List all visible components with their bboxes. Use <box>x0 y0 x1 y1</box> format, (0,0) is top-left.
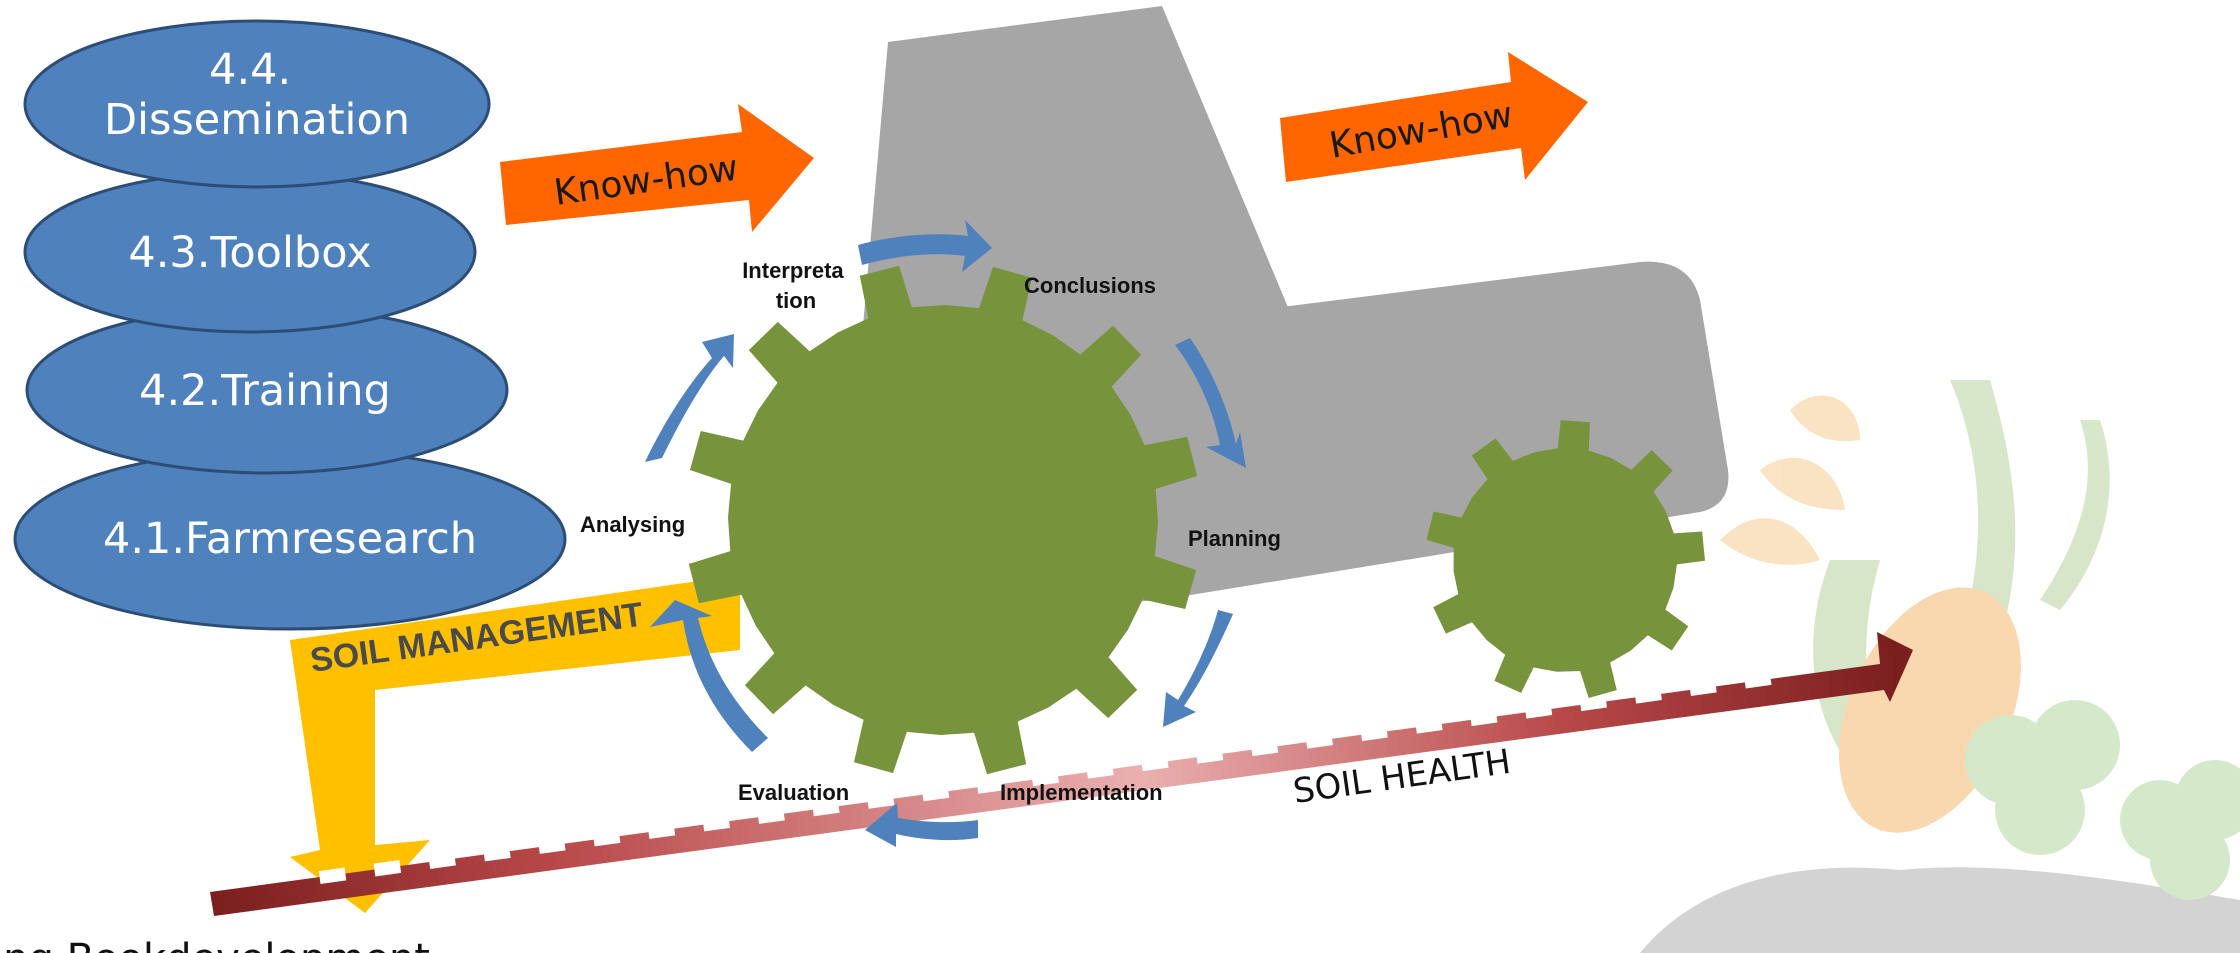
knowhow-arrow-right: Know-how <box>1280 52 1588 182</box>
soil-bar-notch <box>538 837 566 854</box>
soil-bar-notch <box>592 829 621 847</box>
phase-farmresearch-label: 4.1.Farmresearch <box>103 514 477 564</box>
soil-bar-notch <box>976 777 1005 794</box>
label-conclusions: Conclusions <box>1024 273 1156 298</box>
soil-bar-notch <box>866 792 895 809</box>
soil-bar-notch <box>1579 694 1608 712</box>
knowhow-arrow-left: Know-how <box>500 104 814 232</box>
phase-training-label: 4.2.Training <box>139 366 391 416</box>
soil-bar-notch <box>1415 717 1443 734</box>
soil-health-bar: SOIL HEALTH <box>210 632 1913 916</box>
cycle-arrow-analysing-to-interpretation <box>645 334 734 462</box>
label-implementation: Implementation <box>1000 780 1163 805</box>
cycle-arrow-evaluation-to-analysing <box>650 600 768 752</box>
footer-text: ing Bookdevelopment <box>0 936 430 953</box>
smallGear-shape <box>1426 420 1705 698</box>
phase-ellipses: 4.1.Farmresearch 4.2.Training 4.3.Toolbo… <box>13 19 567 631</box>
soil-bar-notch <box>428 852 456 869</box>
phase-toolbox: 4.3.Toolbox <box>23 170 477 334</box>
cycle-arrows <box>645 220 1246 847</box>
soil-bar-notch <box>1250 739 1279 757</box>
label-planning: Planning <box>1188 526 1281 551</box>
cycle-arrow-implementation-to-evaluation <box>865 803 978 847</box>
soil-bar-notch <box>1086 762 1114 779</box>
soil-bar-notch <box>1524 702 1553 719</box>
tractor-cab <box>860 6 1290 360</box>
soil-bar-notch <box>1031 769 1059 787</box>
phase-toolbox-label: 4.3.Toolbox <box>128 228 371 278</box>
soil-bar-notch <box>1469 709 1498 727</box>
soil-bar-notch <box>483 844 511 862</box>
small-gear <box>1426 420 1705 698</box>
soil-bar-notch <box>1634 687 1662 704</box>
cycle-arrow-planning-to-implementation <box>1163 610 1233 727</box>
label-interpretation: Interpreta tion <box>742 258 850 313</box>
soil-bar-notch <box>921 784 950 802</box>
soil-bar-notch <box>1743 672 1772 689</box>
cycle-arrow-conclusions-to-planning <box>1175 338 1246 468</box>
phase-dissemination-label: 4.4. Dissemination <box>104 45 410 145</box>
phase-farmresearch: 4.1.Farmresearch <box>13 447 567 631</box>
soil-bar-notch <box>1140 754 1169 772</box>
cycle-arrow-interpretation-to-conclusions <box>858 220 992 272</box>
crop-illustration <box>1640 380 2240 953</box>
soil-bar-notch <box>1195 747 1224 764</box>
soil-bar-notch <box>1360 724 1388 742</box>
soil-bar-notch <box>812 799 840 817</box>
label-evaluation: Evaluation <box>738 780 849 805</box>
soil-bar-notch <box>318 867 347 884</box>
cycle-labels: Interpreta tion Conclusions Planning Imp… <box>580 258 1281 805</box>
label-analysing: Analysing <box>580 512 685 537</box>
soil-bar-notch <box>757 807 785 824</box>
soil-bar-notch <box>702 814 731 832</box>
soil-bar-notch <box>373 860 402 877</box>
soil-bar-notch <box>1305 732 1334 749</box>
soil-bar-notch <box>1689 679 1717 696</box>
phase-dissemination: 4.4. Dissemination <box>23 19 491 189</box>
soil-bar-notch <box>647 822 676 839</box>
bigGear-shape <box>688 265 1198 775</box>
large-gear <box>688 265 1198 775</box>
